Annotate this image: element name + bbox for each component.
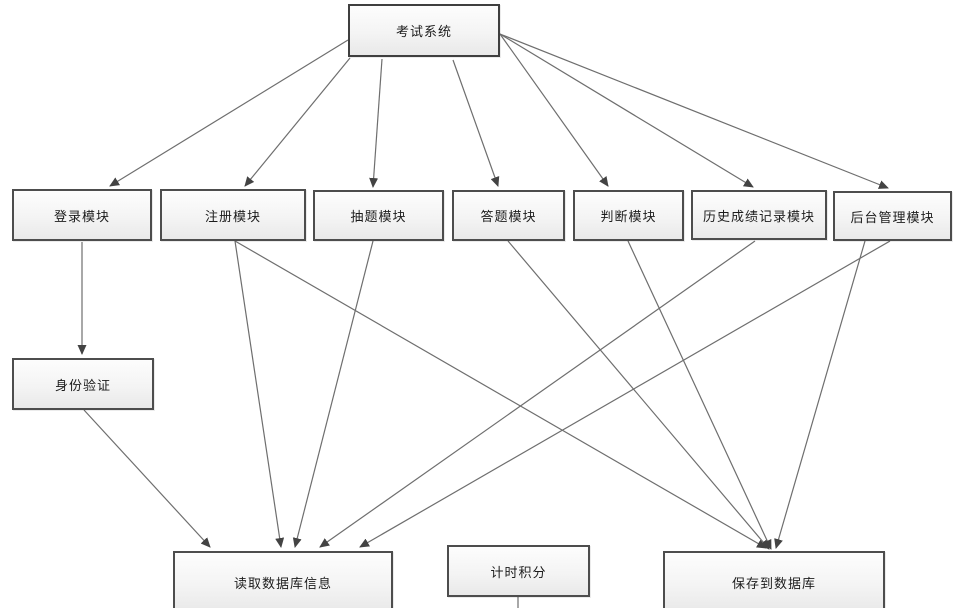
edge-admin-read	[359, 240, 891, 548]
node-exam-system: 考试系统	[348, 4, 500, 57]
edge-draw-read	[292, 240, 374, 548]
edge-register-save	[234, 240, 767, 549]
edge-exam-login	[109, 39, 349, 187]
node-answer-module: 答题模块	[452, 190, 565, 241]
node-label: 计时积分	[490, 565, 547, 581]
node-label: 抽题模块	[350, 210, 407, 225]
node-judge-module: 判断模块	[573, 190, 684, 241]
edge-history-read	[319, 240, 756, 548]
edge-judge-save	[627, 240, 772, 550]
edge-admin-save	[774, 240, 866, 549]
node-label: 身份验证	[54, 378, 111, 394]
node-register-module: 注册模块	[160, 189, 306, 241]
node-read-database: 读取数据库信息	[173, 551, 393, 608]
edge-auth-read	[83, 409, 211, 548]
node-label: 保存到数据库	[731, 576, 816, 592]
node-label: 考试系统	[395, 25, 452, 40]
edge-register-read	[234, 240, 285, 548]
node-login-module: 登录模块	[12, 189, 152, 241]
edge-exam-admin	[499, 33, 889, 189]
edge-exam-judge	[499, 33, 609, 187]
node-label: 注册模块	[204, 209, 261, 225]
node-save-database: 保存到数据库	[663, 551, 885, 608]
node-label: 答题模块	[480, 210, 537, 225]
edge-exam-history	[499, 33, 754, 188]
node-label: 读取数据库信息	[233, 576, 332, 592]
edge-answer-save	[507, 240, 770, 550]
node-history-score-module: 历史成绩记录模块	[691, 190, 827, 240]
node-identity-verification: 身份验证	[12, 358, 154, 410]
node-admin-module: 后台管理模块	[833, 191, 952, 241]
node-timing-score: 计时积分	[447, 545, 590, 597]
node-label: 后台管理模块	[850, 210, 935, 226]
node-label: 登录模块	[53, 209, 110, 225]
edge-exam-register	[244, 57, 351, 187]
node-draw-question-module: 抽题模块	[313, 190, 444, 241]
node-label: 判断模块	[600, 210, 657, 225]
edge-exam-answer	[452, 59, 500, 187]
edge-exam-draw	[369, 58, 383, 188]
node-label: 历史成绩记录模块	[702, 209, 815, 225]
